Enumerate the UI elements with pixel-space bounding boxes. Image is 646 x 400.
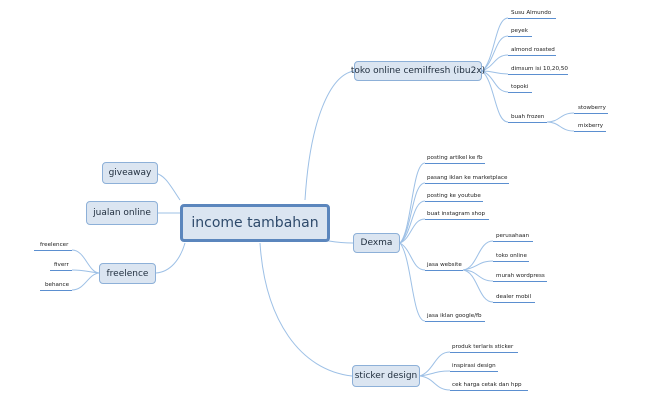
jasa-website-child-4[interactable]: dealer mobil: [496, 294, 532, 300]
buah-frozen-child-2[interactable]: mixberry: [578, 123, 604, 129]
freelence-child-1-underline: [34, 250, 72, 251]
connector-buah-c2: [546, 121, 575, 132]
sticker-child-1[interactable]: produk terlaris sticker: [452, 344, 514, 350]
connector-dexma-c4: [399, 218, 426, 244]
connector-dexma-c6: [399, 242, 426, 322]
connector-root-freelence: [155, 242, 186, 274]
toko-label: toko online cemilfresh (ibu2x): [350, 66, 486, 76]
freelence-child-2[interactable]: fiverr: [54, 262, 69, 268]
connector-web-c4: [462, 269, 494, 303]
dexma-child-1[interactable]: posting artikel ke fb: [427, 155, 483, 161]
toko-child-6[interactable]: buah frozen: [511, 114, 545, 120]
freelence-child-1[interactable]: freelencer: [40, 242, 69, 248]
connector-free-c2: [71, 269, 100, 274]
root-label: income tambahan: [191, 215, 319, 231]
dexma-child-2[interactable]: pasang iklan ke marketplace: [427, 175, 508, 181]
dexma-child-5-underline: [425, 270, 463, 271]
jasa-website-child-1-underline: [493, 241, 533, 242]
toko-child-4-underline: [508, 74, 568, 75]
connector-web-c3: [462, 269, 494, 282]
connector-toko-c2: [481, 35, 509, 72]
connector-sticker-c1: [419, 351, 451, 377]
toko-node[interactable]: toko online cemilfresh (ibu2x): [350, 61, 486, 81]
connector-web-c1: [462, 240, 494, 271]
connector-dexma-c5: [399, 242, 426, 271]
toko-child-3-underline: [508, 55, 556, 56]
dexma-child-3[interactable]: posting ke youtube: [427, 193, 481, 199]
root-node[interactable]: income tambahan: [180, 204, 330, 242]
toko-child-6-underline: [508, 122, 547, 123]
sticker-label: sticker design: [354, 371, 418, 381]
connector-web-c2: [462, 260, 494, 271]
freelence-child-2-underline: [50, 270, 72, 271]
sticker-child-3-underline: [450, 390, 528, 391]
dexma-child-1-underline: [425, 163, 485, 164]
connector-free-c3: [71, 272, 100, 291]
dexma-child-3-underline: [425, 201, 483, 202]
sticker-child-2[interactable]: inspirasi design: [452, 363, 496, 369]
sticker-child-2-underline: [450, 371, 498, 372]
connector-toko-c6: [481, 70, 509, 123]
jualan-online-node[interactable]: jualan online: [86, 201, 158, 225]
freelence-label: freelence: [106, 268, 149, 279]
connector-sticker-c2: [419, 370, 451, 377]
connector-toko-c3: [481, 54, 509, 72]
sticker-node[interactable]: sticker design: [352, 365, 420, 387]
freelence-child-3[interactable]: behance: [45, 282, 70, 288]
jualan-online-label: jualan online: [93, 208, 151, 218]
toko-child-1-underline: [508, 18, 556, 19]
toko-child-2-underline: [508, 36, 532, 37]
toko-child-2[interactable]: peyek: [511, 28, 528, 34]
dexma-child-6-underline: [425, 321, 485, 322]
connector-toko-c4: [481, 70, 509, 75]
dexma-child-5[interactable]: jasa website: [427, 262, 462, 268]
connector-dexma-c2: [399, 182, 426, 244]
connector-dexma-c1: [399, 162, 426, 244]
connector-toko-c5: [481, 70, 509, 93]
freelence-child-3-underline: [40, 290, 72, 291]
sticker-child-3[interactable]: cek harga cetak dan hpp: [452, 382, 522, 388]
connector-sticker-c3: [419, 375, 451, 391]
sticker-child-1-underline: [450, 352, 518, 353]
jasa-website-child-4-underline: [493, 302, 535, 303]
connector-dexma-c3: [399, 200, 426, 244]
dexma-child-4[interactable]: buat instagram shop: [427, 211, 486, 217]
connector-toko-c1: [481, 17, 509, 72]
buah-frozen-child-2-underline: [574, 131, 606, 132]
dexma-child-6[interactable]: jasa iklan google/fb: [427, 313, 482, 319]
dexma-child-4-underline: [425, 219, 489, 220]
connector-buah-c1: [546, 112, 575, 123]
freelence-node[interactable]: freelence: [99, 263, 156, 284]
buah-frozen-child-1-underline: [574, 113, 608, 114]
giveaway-label: giveaway: [108, 168, 152, 178]
connector-root-sticker: [259, 242, 353, 377]
toko-child-3[interactable]: almond roasted: [511, 47, 555, 53]
connector-root-toko: [304, 70, 355, 201]
toko-child-5-underline: [508, 92, 532, 93]
jasa-website-child-3[interactable]: murah wordpress: [496, 273, 545, 279]
toko-child-1[interactable]: Susu Almundo: [511, 10, 552, 16]
jasa-website-child-2-underline: [493, 261, 529, 262]
dexma-child-2-underline: [425, 183, 509, 184]
jasa-website-child-1[interactable]: perusahaan: [496, 233, 530, 239]
toko-child-4[interactable]: dimsum isi 10,20,50: [511, 66, 568, 72]
buah-frozen-child-1[interactable]: stowberry: [578, 105, 606, 111]
dexma-node[interactable]: Dexma: [353, 233, 400, 253]
connector-root-giveaway: [154, 172, 181, 201]
dexma-label: Dexma: [360, 238, 393, 248]
giveaway-node[interactable]: giveaway: [102, 162, 158, 184]
jasa-website-child-3-underline: [493, 281, 547, 282]
toko-child-5[interactable]: topoki: [511, 84, 529, 90]
connector-free-c1: [71, 249, 100, 274]
jasa-website-child-2[interactable]: toko online: [496, 253, 527, 259]
